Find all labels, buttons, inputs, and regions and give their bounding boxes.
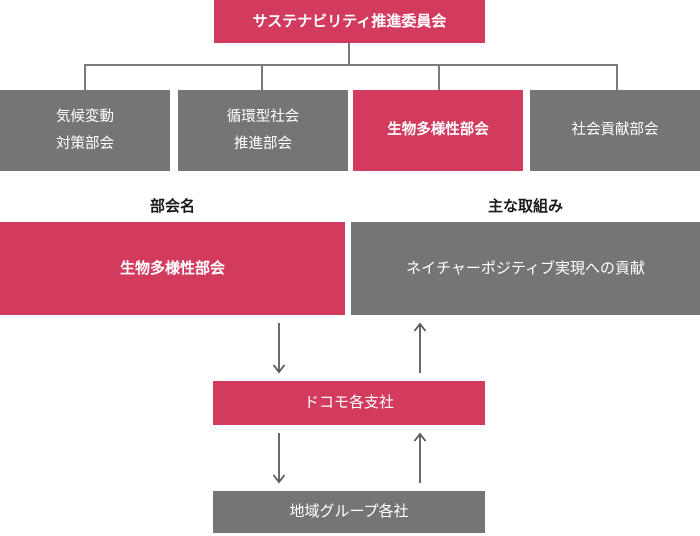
arrow-down-icon: [272, 323, 286, 374]
subcommittee-circular-society-box: 循環型社会 推進部会: [178, 90, 348, 171]
detail-subcommittee-name-box: 生物多様性部会: [0, 222, 345, 315]
arrow-up-icon: [413, 322, 427, 373]
subcommittee-climate-box: 気候変動 対策部会: [0, 90, 170, 171]
connector-drop-4: [616, 64, 618, 90]
subcommittee-social-contribution-box: 社会貢献部会: [530, 90, 700, 171]
committee-root-box: サステナビリティ推進委員会: [214, 0, 485, 43]
connector-horizontal: [84, 64, 618, 66]
connector-root-vertical: [348, 43, 350, 66]
column-header-subcommittee-name: 部会名: [149, 198, 195, 215]
column-header-main-initiatives: 主な取組み: [487, 198, 563, 215]
connector-drop-3: [438, 64, 440, 90]
connector-drop-2: [261, 64, 263, 90]
detail-main-initiative-box: ネイチャーポジティブ実現への貢献: [351, 222, 700, 315]
docomo-branches-box: ドコモ各支社: [213, 381, 485, 425]
arrow-down-icon: [272, 433, 286, 484]
subcommittee-biodiversity-box: 生物多様性部会: [353, 90, 523, 171]
connector-drop-1: [84, 64, 86, 90]
regional-group-companies-box: 地域グループ各社: [213, 491, 485, 533]
arrow-up-icon: [413, 432, 427, 483]
